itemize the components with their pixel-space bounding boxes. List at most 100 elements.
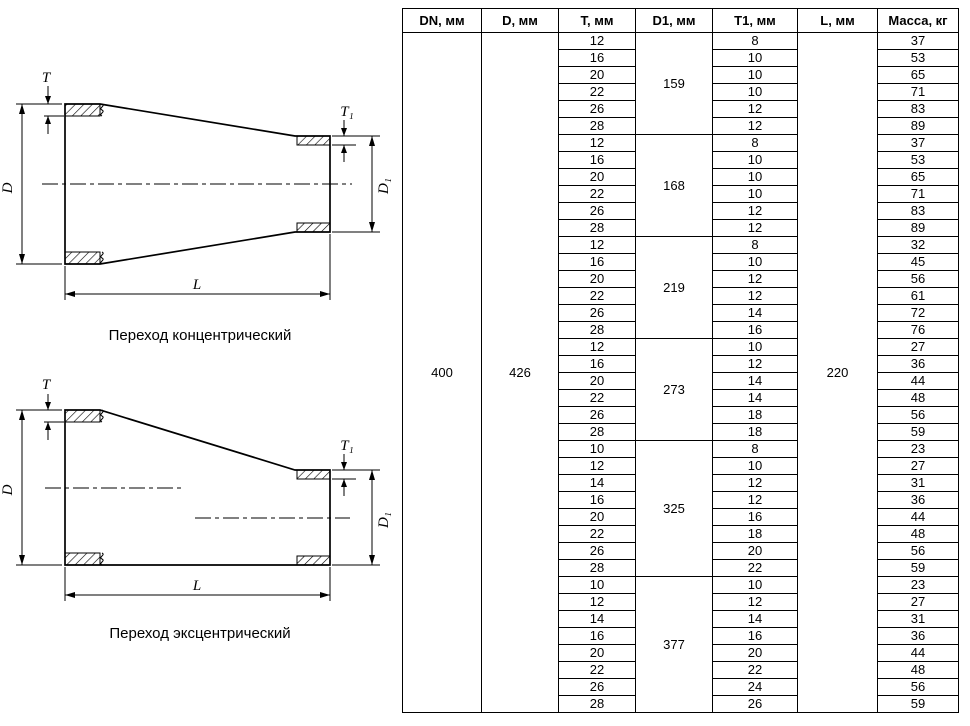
reducer-body-outline: [64, 103, 331, 265]
mass-value: 65: [877, 168, 959, 186]
mass-value: 59: [877, 423, 959, 441]
t-value: 16: [558, 151, 636, 169]
t-value: 14: [558, 474, 636, 492]
d1-value: 159: [635, 32, 713, 135]
dimension-D1: D₁: [332, 469, 392, 566]
col-header-dn: DN, мм: [402, 8, 482, 33]
t-value: 28: [558, 219, 636, 237]
t-value: 10: [558, 440, 636, 458]
mass-value: 36: [877, 627, 959, 645]
mass-value: 27: [877, 338, 959, 356]
dimension-D: D: [0, 103, 62, 265]
mass-value: 45: [877, 253, 959, 271]
t1-value: 10: [712, 83, 798, 101]
d1-value: 219: [635, 236, 713, 339]
t1-value: 10: [712, 253, 798, 271]
t-value: 22: [558, 525, 636, 543]
t-value: 28: [558, 695, 636, 713]
t1-value: 8: [712, 440, 798, 458]
weld-end-hatch: [64, 409, 101, 423]
mass-value: 27: [877, 593, 959, 611]
dim-label-D1: D₁: [376, 178, 392, 195]
mass-value: 53: [877, 49, 959, 67]
mass-value: 31: [877, 474, 959, 492]
table-row: 22 22 48: [403, 661, 959, 679]
t1-value: 12: [712, 593, 798, 611]
col-header-t: T, мм: [558, 8, 636, 33]
t-value: 26: [558, 100, 636, 118]
t1-value: 12: [712, 202, 798, 220]
mass-value: 65: [877, 66, 959, 84]
d-value: 426: [481, 32, 559, 713]
table-header-row: DN, мм D, мм T, мм D1, мм T1, мм L, мм М…: [402, 8, 959, 33]
t-value: 22: [558, 185, 636, 203]
mass-value: 56: [877, 406, 959, 424]
t-value: 20: [558, 372, 636, 390]
t1-value: 24: [712, 678, 798, 696]
t-value: 20: [558, 270, 636, 288]
break-line: [100, 409, 104, 423]
t-value: 22: [558, 389, 636, 407]
mass-value: 83: [877, 202, 959, 220]
t-value: 20: [558, 644, 636, 662]
t1-value: 26: [712, 695, 798, 713]
dim-label-T: T: [42, 70, 52, 86]
t1-value: 22: [712, 661, 798, 679]
t1-value: 12: [712, 219, 798, 237]
dimension-L: L: [64, 234, 331, 300]
t-value: 22: [558, 661, 636, 679]
dimension-T: T: [42, 377, 64, 440]
t-value: 28: [558, 559, 636, 577]
d1-value: 325: [635, 440, 713, 577]
mass-value: 48: [877, 389, 959, 407]
eccentric-caption: Переход эксцентрический: [109, 625, 291, 642]
t-value: 16: [558, 491, 636, 509]
t1-value: 20: [712, 644, 798, 662]
t-value: 28: [558, 423, 636, 441]
t-value: 22: [558, 83, 636, 101]
t1-value: 10: [712, 168, 798, 186]
dn-value: 400: [402, 32, 482, 713]
t1-value: 18: [712, 423, 798, 441]
mass-value: 56: [877, 542, 959, 560]
t1-value: 14: [712, 372, 798, 390]
dim-label-T1: T₁: [340, 438, 354, 454]
t1-value: 18: [712, 406, 798, 424]
t-value: 26: [558, 542, 636, 560]
t1-value: 14: [712, 389, 798, 407]
t-value: 20: [558, 508, 636, 526]
concentric-reducer-drawing: D D₁ L: [0, 70, 392, 300]
t-value: 12: [558, 338, 636, 356]
t1-value: 14: [712, 304, 798, 322]
break-line: [100, 103, 104, 117]
mass-value: 56: [877, 270, 959, 288]
dim-label-L: L: [192, 578, 201, 594]
mass-value: 48: [877, 661, 959, 679]
drawings-panel: D D₁ L: [0, 0, 400, 726]
dimension-L: L: [64, 567, 331, 601]
col-header-d: D, мм: [481, 8, 559, 33]
t1-value: 10: [712, 457, 798, 475]
mass-value: 23: [877, 576, 959, 594]
t1-value: 8: [712, 134, 798, 152]
t1-value: 12: [712, 287, 798, 305]
t1-value: 22: [712, 559, 798, 577]
dim-label-D: D: [0, 484, 16, 496]
mass-value: 44: [877, 372, 959, 390]
dimension-T: T: [42, 70, 64, 134]
t1-value: 10: [712, 151, 798, 169]
weld-end-hatch: [296, 555, 331, 566]
t-value: 26: [558, 678, 636, 696]
t-value: 26: [558, 406, 636, 424]
t1-value: 12: [712, 491, 798, 509]
mass-value: 72: [877, 304, 959, 322]
t-value: 12: [558, 457, 636, 475]
